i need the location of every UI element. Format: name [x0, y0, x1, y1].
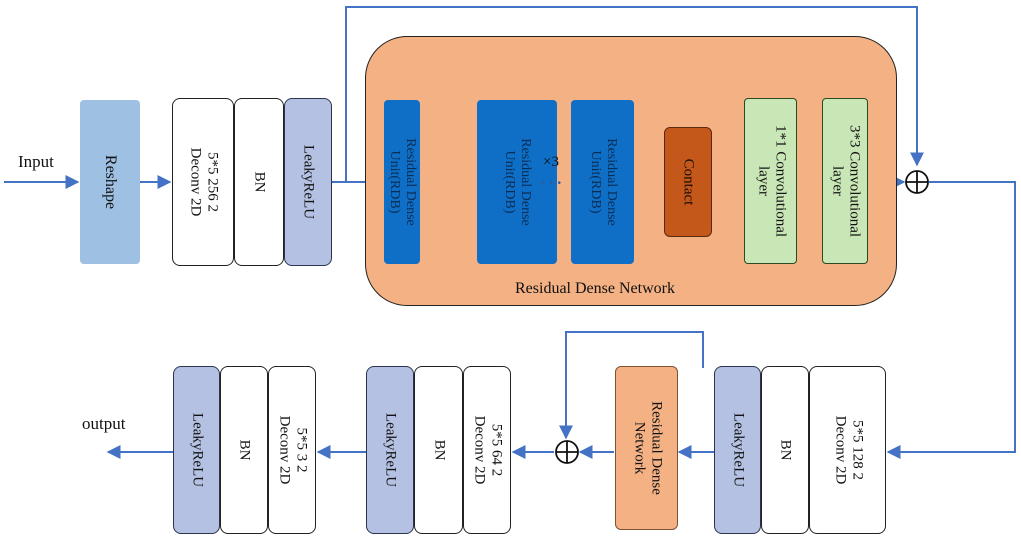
- conv3-line2: layer: [829, 166, 845, 196]
- bn-block-top: BN: [234, 98, 284, 266]
- deconv-128-block: 5*5 128 2 Deconv 2D: [809, 366, 886, 534]
- leakyrelu-label-middle: LeakyReLU: [382, 412, 399, 488]
- leakyrelu-label-right: LeakyReLU: [730, 412, 747, 488]
- conv-3x3-block: 3*3 Convolutional layer: [822, 98, 868, 264]
- leakyrelu-block-left: LeakyReLU: [173, 366, 220, 534]
- leakyrelu-block-top: LeakyReLU: [284, 98, 332, 266]
- rdb3-line2: Unit(RDB): [587, 150, 603, 214]
- bn-block-middle: BN: [414, 366, 463, 534]
- leakyrelu-block-right: LeakyReLU: [714, 366, 761, 534]
- arrow-local-skip: [559, 331, 704, 440]
- bn-label-right: BN: [777, 439, 794, 461]
- rdb1-line2: Unit(RDB): [387, 150, 402, 214]
- rdb-block-3: Residual Dense Unit(RDB): [571, 100, 634, 264]
- deconv-3-type: Deconv 2D: [276, 415, 292, 485]
- rdn-title: Residual Dense Network: [515, 280, 675, 297]
- repeat-label: ×3: [543, 154, 559, 170]
- ellipsis-dots: ···: [539, 170, 564, 195]
- rdb3-line1: Residual Dense: [603, 138, 619, 226]
- contact-block: Contact: [664, 127, 712, 237]
- arrow-sum-down: [886, 181, 1016, 459]
- deconv-64-type: Deconv 2D: [471, 415, 487, 485]
- bn-label-middle: BN: [431, 439, 448, 461]
- output-label: output: [82, 414, 126, 433]
- deconv-64-params: 5*5 64 2: [488, 423, 505, 477]
- arrow-global-skip: [345, 6, 924, 182]
- deconv-64-block: 5*5 64 2 Deconv 2D: [463, 366, 511, 534]
- rdb-block-1: Residual Dense Unit(RDB): [384, 100, 420, 264]
- deconv-256-params: 5*5 256 2: [204, 151, 221, 212]
- deconv-128-type: Deconv 2D: [831, 415, 848, 485]
- reshape-block: Reshape: [80, 100, 140, 264]
- contact-label: Contact: [680, 158, 697, 206]
- rdb-block-2: Residual Dense Unit(RDB): [477, 100, 557, 264]
- input-label: Input: [18, 152, 54, 171]
- conv-1x1-block: 1*1 Convolutional layer: [744, 98, 797, 264]
- rdb2-line1: Residual Dense: [518, 138, 534, 226]
- conv1-line2: layer: [754, 166, 771, 196]
- rdb2-line2: Unit(RDB): [502, 150, 517, 214]
- conv1-line1: 1*1 Convolutional: [771, 124, 788, 238]
- leakyrelu-block-middle: LeakyReLU: [366, 366, 414, 534]
- leakyrelu-label-left: LeakyReLU: [189, 412, 206, 488]
- rdn-block-bottom: Residual Dense Network: [615, 366, 678, 530]
- bn-block-right: BN: [761, 366, 809, 534]
- bn-label-top: BN: [251, 171, 268, 193]
- reshape-label: Reshape: [102, 154, 120, 210]
- bn-label-left: BN: [236, 439, 253, 461]
- deconv-256-type: Deconv 2D: [187, 147, 203, 217]
- rdn-block-line2: Network: [630, 421, 647, 475]
- deconv-3-block: 5*5 3 2 Deconv 2D: [268, 366, 316, 534]
- bn-block-left: BN: [220, 366, 268, 534]
- deconv-3-params: 5*5 3 2: [293, 427, 310, 473]
- conv3-line1: 3*3 Convolutional: [846, 124, 863, 238]
- deconv-256-block: 5*5 256 2 Deconv 2D: [172, 98, 234, 266]
- leakyrelu-label-top: LeakyReLU: [300, 144, 317, 220]
- rdn-block-line1: Residual Dense: [647, 401, 664, 495]
- deconv-128-params: 5*5 128 2: [848, 419, 865, 480]
- rdb1-line1: Residual Dense: [403, 138, 419, 226]
